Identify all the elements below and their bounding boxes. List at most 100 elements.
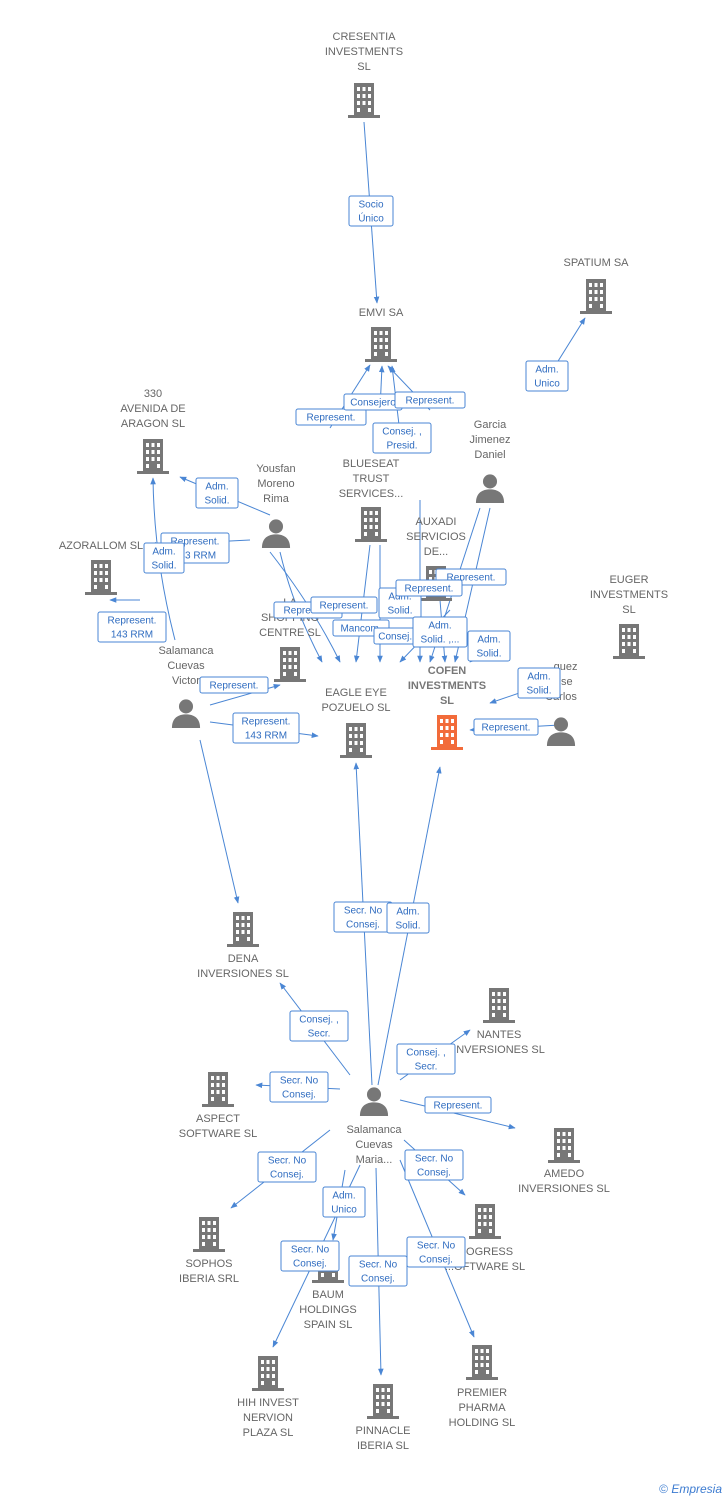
relation-label[interactable]: Adm.Solid. <box>195 477 239 509</box>
relation-label-line: Secr. <box>415 1062 438 1073</box>
relation-label[interactable]: Adm.Solid. <box>517 667 561 699</box>
relation-label-line: Secr. <box>308 1029 331 1040</box>
node-emvi[interactable]: EMVI SA <box>359 307 404 362</box>
node-label-line: HIH INVEST <box>237 1397 299 1409</box>
person-icon <box>171 699 201 728</box>
relation-label[interactable]: Adm.Unico <box>525 360 569 392</box>
relation-label[interactable]: Represent. <box>295 408 367 426</box>
relation-label-box <box>257 1151 317 1183</box>
relation-label-line: Consejero <box>350 398 396 409</box>
relation-label[interactable]: Represent. <box>394 391 466 409</box>
relation-label[interactable]: Represent.143 RRM <box>232 712 300 744</box>
relation-label[interactable]: Adm.Unico <box>322 1186 366 1218</box>
node-label-line: INVERSIONES SL <box>197 968 289 980</box>
relation-label-box <box>517 667 561 699</box>
node-label-line: SPATIUM SA <box>564 257 630 269</box>
relation-label-line: Represent. <box>284 606 333 617</box>
person-icon <box>359 1087 389 1116</box>
relation-label-line: Consej. , <box>378 632 417 643</box>
relation-label-box <box>195 477 239 509</box>
relation-label[interactable]: Represent.143 RRM <box>97 611 167 643</box>
relation-label[interactable]: Represent. <box>310 596 378 614</box>
building-icon <box>348 83 380 118</box>
node-label-line: TRUST <box>353 473 390 485</box>
node-label-line: AUXADI <box>416 516 457 528</box>
relation-label[interactable]: Consej. ,Secr. <box>396 1043 456 1075</box>
node-label-line: EUGER <box>609 574 648 586</box>
relation-label-line: Secr. No <box>417 1241 456 1252</box>
building-icon <box>365 327 397 362</box>
building-icon <box>340 723 372 758</box>
relation-label-box <box>406 1236 466 1268</box>
relation-label[interactable]: Represent. <box>473 718 539 736</box>
relation-label-text: Represent. <box>482 723 531 734</box>
relation-label[interactable]: Adm.Solid. <box>467 630 511 662</box>
node-label-line: AVENIDA DE <box>120 403 185 415</box>
footer-brand[interactable]: © Empresia <box>659 1482 722 1496</box>
relation-label-text: Consej. , <box>378 632 417 643</box>
relation-label[interactable]: Represent. <box>199 676 269 694</box>
relation-label-box <box>289 1010 349 1042</box>
node-label-line: Garcia <box>474 419 507 431</box>
relation-label[interactable]: Represent. <box>395 579 463 597</box>
relation-label[interactable]: Represent. <box>424 1096 492 1114</box>
node-label-line: ...OGRESS <box>457 1246 513 1258</box>
relation-label[interactable]: Consejero <box>343 393 403 411</box>
node-azorallom[interactable]: AZORALLOM SL <box>59 540 143 595</box>
node-label-line: Cuevas <box>167 660 205 672</box>
relation-label-text: Represent. <box>447 573 496 584</box>
relation-label-text: Adm.Solid. <box>204 482 229 507</box>
relation-label-box <box>396 1043 456 1075</box>
relation-label-line: Consej. <box>270 1170 304 1181</box>
node-spatium[interactable]: SPATIUM SA <box>564 257 630 314</box>
relation-label-line: Adm. <box>535 365 558 376</box>
relation-label[interactable]: Consej. ,Presid. <box>372 422 432 454</box>
relation-label[interactable]: Adm.Solid. <box>386 902 430 934</box>
relation-label-box <box>424 1096 492 1114</box>
node-label-line: HOLDING SL <box>449 1417 516 1429</box>
relation-label[interactable]: Adm.Solid. <box>143 542 185 574</box>
node-label-line: Salamanca <box>346 1124 402 1136</box>
relation-label[interactable]: Consej. ,Secr. <box>289 1010 349 1042</box>
node-label-line: IBERIA SRL <box>179 1273 239 1285</box>
node-label-line: INVESTMENTS <box>590 589 668 601</box>
relation-label[interactable]: Adm.Solid. ,... <box>412 616 468 648</box>
node-label-line: SL <box>357 61 370 73</box>
node-label-line: SERVICIOS <box>406 531 466 543</box>
relation-label-box <box>395 579 463 597</box>
